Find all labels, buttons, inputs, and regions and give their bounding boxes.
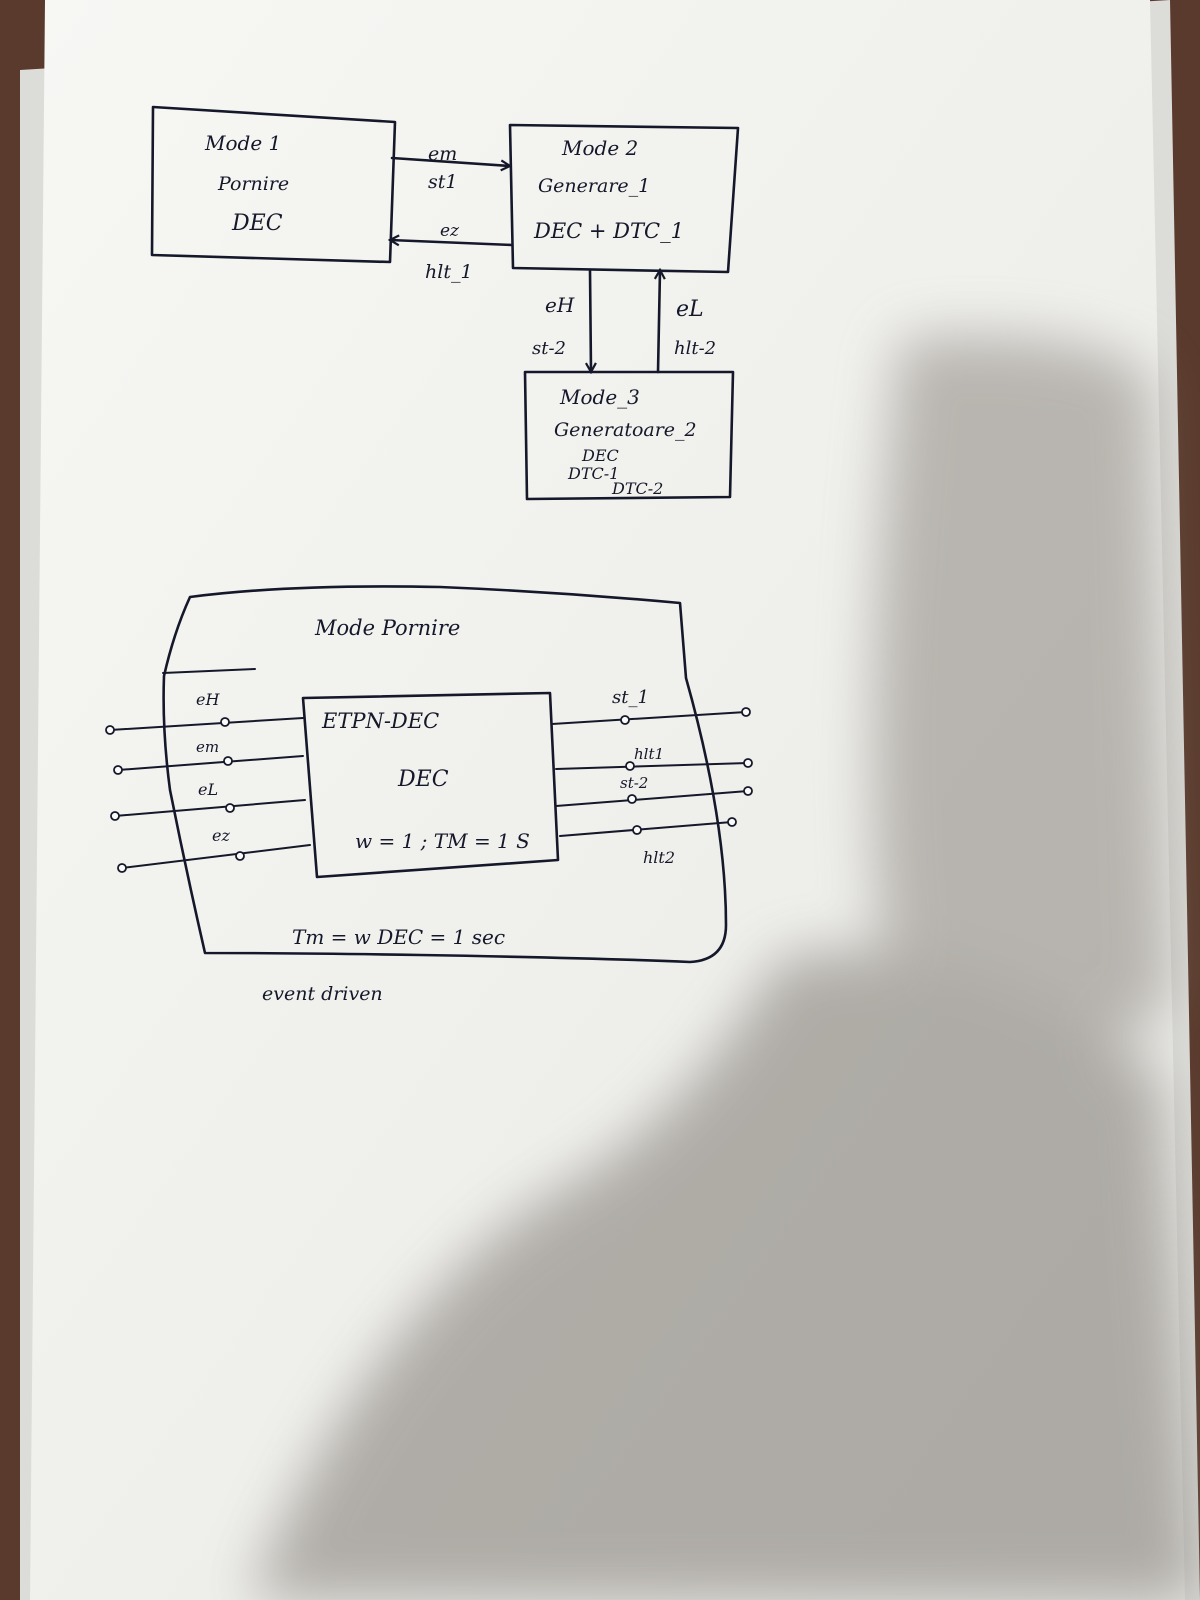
input-terminal [105, 725, 115, 735]
node3-line1: DEC [581, 446, 619, 465]
input-label: eL [198, 780, 218, 799]
edge-label: st1 [428, 171, 457, 193]
node-mode-2: Mode 2 Generare_1 DEC + DTC_1 [508, 123, 740, 274]
node-mode-1: Mode 1 Pornire DEC [150, 105, 397, 264]
arrow-down [590, 268, 591, 372]
input-port [223, 756, 233, 766]
output-terminal [741, 707, 751, 717]
input-port [225, 803, 235, 813]
output-wires: st_1 hlt1 st-2 hlt2 [551, 687, 753, 867]
arrow-left [390, 240, 514, 245]
node3-title: Mode_3 [559, 385, 640, 409]
node2-body: DEC + DTC_1 [533, 219, 684, 243]
input-port [235, 851, 245, 861]
edge-mode2-to-mode1: ez hlt_1 [390, 221, 514, 283]
edge-label: ez [440, 221, 460, 241]
inner-etpn-block [301, 691, 560, 879]
edge-mode3-to-mode2: eL hlt-2 [658, 270, 716, 374]
mode-block-footer: Tm = w DEC = 1 sec [292, 925, 505, 949]
output-port [632, 825, 642, 835]
edge-mode1-to-mode2: em st1 [390, 143, 510, 193]
state-diagram: Mode 1 Pornire DEC Mode 2 Generare_1 DEC… [150, 105, 740, 501]
output-port [620, 715, 630, 725]
edge-mode2-to-mode3: eH st-2 [532, 268, 591, 372]
node-mode-3: Mode_3 Generatoare_2 DEC DTC-1 DTC-2 [523, 370, 735, 501]
header-divider [162, 668, 256, 674]
inner-body: DEC [397, 767, 449, 792]
input-label: em [196, 738, 219, 756]
edge-label: st-2 [532, 338, 566, 359]
mode-block-outline [162, 585, 728, 964]
output-label: hlt1 [634, 745, 664, 763]
edge-label: hlt_1 [425, 261, 473, 283]
input-wires: eH em eL ez [105, 690, 311, 873]
node1-subtitle: Pornire [217, 173, 289, 195]
output-port [625, 761, 635, 771]
mode-block-title: Mode Pornire [314, 616, 460, 640]
input-label: eH [196, 690, 220, 709]
node3-line2: DTC-1 [567, 464, 619, 483]
hand-shadow [250, 336, 1200, 1600]
output-label: st_1 [612, 687, 649, 708]
node2-subtitle: Generare_1 [538, 175, 650, 197]
edge-label: em [428, 143, 457, 165]
mode-block-diagram: Mode Pornire ETPN-DEC DEC w = 1 ; TM = 1… [105, 585, 753, 964]
note-event-driven: event driven [262, 983, 383, 1005]
output-terminal [743, 786, 753, 796]
edge-label: hlt-2 [674, 338, 716, 359]
arrow-right [390, 156, 510, 166]
output-terminal [727, 817, 737, 827]
inner-title: ETPN-DEC [321, 709, 439, 733]
inner-params: w = 1 ; TM = 1 S [355, 829, 530, 853]
output-label: hlt2 [643, 848, 675, 867]
input-port [220, 717, 230, 727]
input-terminal [113, 765, 123, 775]
arrow-up [658, 270, 660, 374]
edge-label: eL [676, 297, 704, 322]
node2-title: Mode 2 [561, 136, 638, 160]
node3-line3: DTC-2 [611, 479, 663, 498]
input-terminal [117, 863, 127, 873]
output-label: st-2 [620, 774, 648, 792]
node1-title: Mode 1 [204, 131, 281, 155]
node3-subtitle: Generatoare_2 [554, 419, 697, 441]
node1-body: DEC [231, 211, 283, 236]
output-port [627, 794, 637, 804]
input-label: ez [212, 826, 230, 845]
edge-label: eH [545, 293, 575, 317]
output-terminal [743, 758, 753, 768]
input-terminal [110, 811, 120, 821]
